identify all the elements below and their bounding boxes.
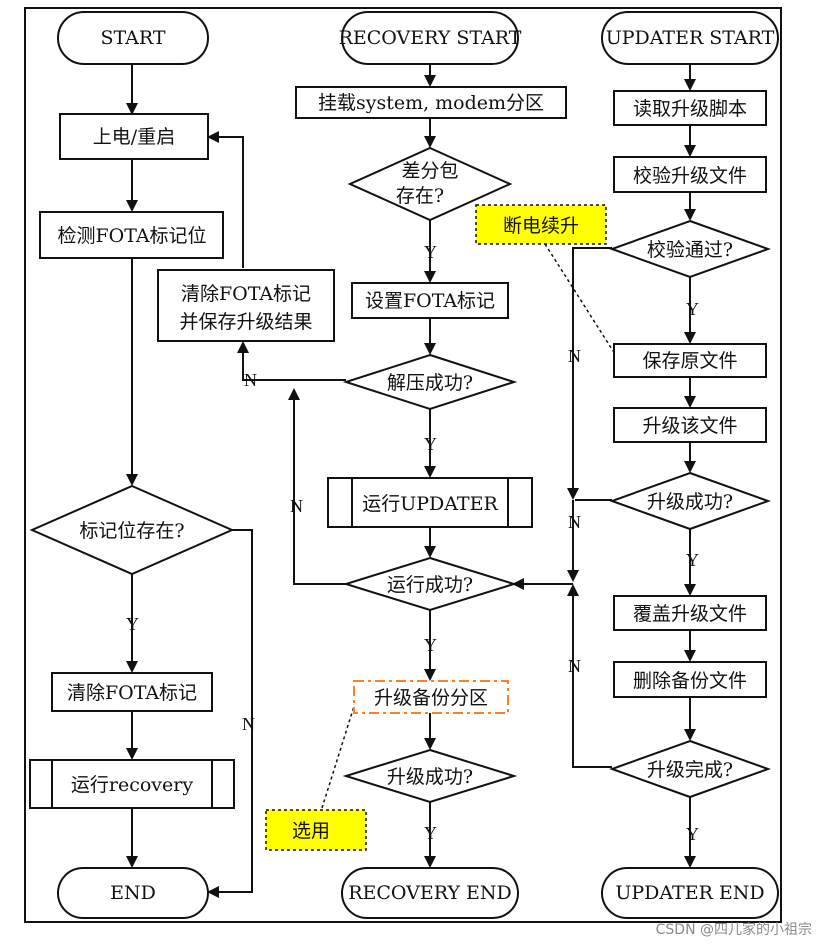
clear-fota-label: 清除FOTA标记 xyxy=(67,682,197,704)
upgrade-done-label: 升级完成? xyxy=(647,759,733,781)
flag-exists-label: 标记位存在? xyxy=(79,520,184,542)
flag-exists-decision xyxy=(29,484,235,576)
diff-package-decision xyxy=(347,146,513,222)
recovery-end-terminal xyxy=(341,867,519,919)
middle-upgrade-ok-label: 升级成功? xyxy=(387,766,473,788)
unzip-ok-decision xyxy=(342,353,518,411)
delete-backup-box xyxy=(613,661,767,698)
power-on-box xyxy=(59,113,209,160)
run-ok-label: 运行成功? xyxy=(387,574,473,596)
set-fota-box xyxy=(351,282,509,319)
mount-partitions-label: 挂载system, modem分区 xyxy=(318,92,544,114)
clear-fota-box xyxy=(51,672,213,712)
verify-pass-decision xyxy=(609,219,771,279)
run-ok-yes: Y xyxy=(424,635,437,655)
unzip-ok-yes: Y xyxy=(424,434,437,454)
verify-pass-yes: Y xyxy=(686,299,699,319)
run-recovery-box xyxy=(29,759,235,809)
upgrade-done-no: N xyxy=(568,656,581,676)
diagram-frame xyxy=(24,7,782,923)
clear-save-label-2: 并保存升级结果 xyxy=(179,311,312,333)
diff-package-yes: Y xyxy=(424,242,437,262)
right-upgrade-ok-label: 升级成功? xyxy=(647,491,733,513)
watermark: CSDN @四儿家的小祖宗 xyxy=(656,921,812,938)
verify-files-label: 校验升级文件 xyxy=(633,165,747,187)
backup-partition-box xyxy=(353,680,509,714)
save-original-label: 保存原文件 xyxy=(642,350,737,372)
recovery-end-label: RECOVERY END xyxy=(348,882,512,904)
delete-backup-label: 删除备份文件 xyxy=(633,670,747,692)
overwrite-box xyxy=(613,595,767,631)
left-start-label: START xyxy=(100,27,165,49)
updater-start-label: UPDATER START xyxy=(606,27,775,49)
updater-end-terminal xyxy=(601,867,779,919)
run-ok-no: N xyxy=(290,496,303,516)
upgrade-done-decision xyxy=(609,739,771,799)
mount-partitions-box xyxy=(295,86,567,119)
read-script-box xyxy=(613,90,767,126)
upgrade-file-label: 升级该文件 xyxy=(642,415,737,437)
middle-upgrade-ok-decision xyxy=(342,748,518,804)
unzip-ok-label: 解压成功? xyxy=(387,372,473,394)
left-end-terminal xyxy=(57,867,209,919)
upgrade-file-box xyxy=(613,407,767,443)
set-fota-label: 设置FOTA标记 xyxy=(365,290,495,312)
read-script-label: 读取升级脚本 xyxy=(633,98,747,120)
verify-pass-no: N xyxy=(568,346,581,366)
flag-exists-yes: Y xyxy=(126,614,139,634)
run-updater-box xyxy=(327,477,533,528)
run-ok-decision xyxy=(342,556,518,612)
recovery-start-terminal xyxy=(341,11,519,65)
right-upgrade-ok-yes: Y xyxy=(686,550,699,570)
right-upgrade-ok-decision xyxy=(609,471,771,531)
optional-note-leader xyxy=(321,699,357,809)
optional-note xyxy=(265,809,367,851)
updater-start-terminal xyxy=(601,11,779,65)
right-upgrade-ok-no: N xyxy=(568,512,581,532)
optional-note-label: 选用 xyxy=(292,820,330,842)
overwrite-label: 覆盖升级文件 xyxy=(633,603,747,625)
diff-package-label-2: 存在? xyxy=(396,185,444,207)
middle-upgrade-ok-yes: Y xyxy=(424,823,437,843)
diff-package-label-1: 差分包 xyxy=(401,160,458,182)
flag-exists-no: N xyxy=(242,714,255,734)
clear-save-label-1: 清除FOTA标记 xyxy=(181,283,311,305)
upgrade-done-yes: Y xyxy=(686,824,699,844)
connectors xyxy=(126,64,696,898)
detect-fota-label: 检测FOTA标记位 xyxy=(57,225,206,247)
resume-note-label: 断电续升 xyxy=(503,215,579,237)
detect-fota-box xyxy=(39,211,224,259)
left-end-label: END xyxy=(110,882,156,904)
unzip-ok-no: N xyxy=(244,370,257,390)
run-updater-label: 运行UPDATER xyxy=(362,493,498,515)
save-original-box xyxy=(613,343,767,378)
recovery-start-label: RECOVERY START xyxy=(339,27,522,49)
run-recovery-label: 运行recovery xyxy=(71,774,193,796)
left-start-terminal xyxy=(57,11,209,65)
clear-save-box xyxy=(157,269,335,342)
resume-note-leader xyxy=(544,243,616,355)
power-on-label: 上电/重启 xyxy=(93,126,175,148)
updater-end-label: UPDATER END xyxy=(615,882,764,904)
verify-pass-label: 校验通过? xyxy=(647,239,733,261)
verify-files-box xyxy=(613,156,767,193)
backup-partition-label: 升级备份分区 xyxy=(374,687,488,709)
resume-note xyxy=(475,204,607,245)
